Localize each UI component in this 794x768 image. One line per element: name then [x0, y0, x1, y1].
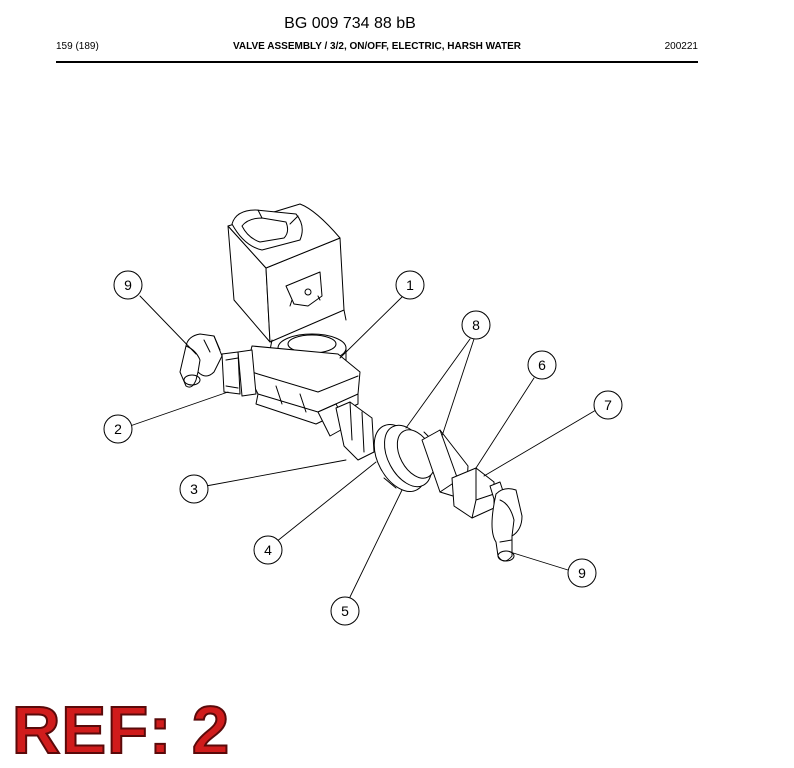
- callout-3: 3: [179, 474, 209, 504]
- outlet-pipe-train: [317, 401, 509, 519]
- ref-label: REF: 2: [11, 693, 231, 768]
- left-elbow-fitting: [179, 333, 223, 388]
- page-number: 159 (189): [56, 41, 99, 52]
- right-elbow-fitting: [491, 488, 523, 562]
- callout-9-upper: 9: [113, 270, 143, 300]
- document-number: BG 009 734 88 bB: [284, 15, 416, 32]
- callout-9-lower: 9: [567, 558, 597, 588]
- callout-label: 5: [341, 603, 349, 619]
- callout-label: 4: [264, 542, 272, 558]
- callout-8: 8: [461, 310, 491, 340]
- callout-label: 6: [538, 357, 546, 373]
- callout-5: 5: [330, 596, 360, 626]
- callout-1: 1: [395, 270, 425, 300]
- callout-7: 7: [593, 390, 623, 420]
- callout-label: 1: [406, 277, 414, 293]
- document-date: 200221: [664, 41, 698, 52]
- callout-label: 9: [578, 565, 586, 581]
- valve-body: [221, 345, 361, 425]
- callout-6: 6: [527, 350, 557, 380]
- page-title: VALVE ASSEMBLY / 3/2, ON/OFF, ELECTRIC, …: [233, 41, 521, 52]
- callout-label: 2: [114, 421, 122, 437]
- callout-label: 7: [604, 397, 612, 413]
- callout-label: 3: [190, 481, 198, 497]
- callout-4: 4: [253, 535, 283, 565]
- solenoid-coil: [227, 203, 347, 351]
- header-rule: [56, 61, 698, 63]
- leader-lines: [129, 295, 597, 598]
- callout-label: 8: [472, 317, 480, 333]
- callout-2: 2: [103, 414, 133, 444]
- callout-label: 9: [124, 277, 132, 293]
